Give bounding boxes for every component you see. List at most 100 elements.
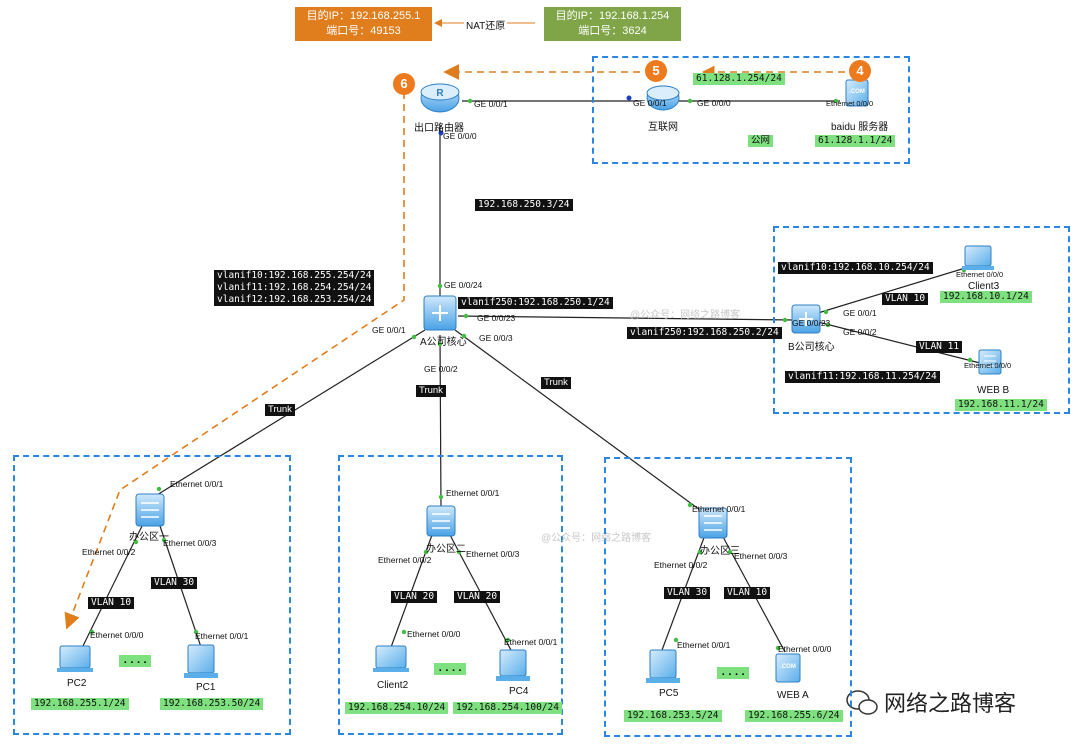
port-label: GE 0/0/1 xyxy=(843,308,877,318)
nat-right-line2: 端口号：3624 xyxy=(578,25,647,37)
nat-box-translated: 目的IP：192.168.255.1 端口号：49153 xyxy=(295,7,432,41)
web-a-label: WEB A xyxy=(777,690,809,701)
port-label: Ethernet 0/0/2 xyxy=(654,560,708,570)
step-5-marker: 5 xyxy=(645,60,667,82)
wechat-logo xyxy=(846,690,878,715)
ellipsis-office1: .... xyxy=(119,655,152,667)
internet-label: 互联网 xyxy=(648,122,678,133)
port-label: GE 0/0/1 xyxy=(633,98,667,108)
client3-label: Client3 xyxy=(968,281,1000,292)
watermark-center: @公众号：网络之路博客 xyxy=(541,533,652,544)
vlanif250-a-tag: vlanif250:192.168.250.1/24 xyxy=(458,297,613,309)
zone-office1 xyxy=(13,455,291,735)
port-label: Ethernet 0/0/1 xyxy=(692,504,746,514)
trunk-tag: Trunk xyxy=(265,404,295,416)
port-label: Ethernet 0/0/3 xyxy=(466,549,520,559)
port-label: Ethernet 0/0/1 xyxy=(677,640,731,650)
zone-office3 xyxy=(604,457,852,737)
client2-ip-tag: 192.168.254.10/24 xyxy=(345,702,449,714)
port-label: GE 0/0/0 xyxy=(443,131,477,141)
watermark-top: @公众号：网络之路博客 xyxy=(630,310,741,321)
pc5-icon[interactable] xyxy=(646,649,680,683)
pc4-ip-tag: 192.168.254.100/24 xyxy=(453,702,562,714)
step-6-marker: 6 xyxy=(393,73,415,95)
pc1-label: PC1 xyxy=(196,682,216,693)
core-a-label: A公司核心 xyxy=(420,337,467,348)
port-label: Ethernet 0/0/1 xyxy=(446,488,500,498)
port-label: Ethernet 0/0/1 xyxy=(170,479,224,489)
port-label: Ethernet 0/0/0 xyxy=(407,629,461,639)
vlan-tag: VLAN 10 xyxy=(88,597,135,609)
web-a-ip-tag: 192.168.255.6/24 xyxy=(745,710,843,722)
client2-icon[interactable] xyxy=(373,645,409,672)
nat-arrow-label: NAT还原 xyxy=(464,17,508,32)
ellipsis-office3: .... xyxy=(717,667,750,679)
zone-company-b xyxy=(773,226,1070,414)
svg-text:R: R xyxy=(436,88,444,99)
port-label: Ethernet 0/0/3 xyxy=(163,538,217,548)
core-a-switch-icon[interactable] xyxy=(423,295,457,331)
web-b-server-icon[interactable] xyxy=(978,349,1002,375)
office2-switch-icon[interactable] xyxy=(426,505,456,537)
brand-title: 网络之路博客 xyxy=(884,691,1017,716)
pc1-icon[interactable] xyxy=(184,644,218,678)
zone-office2 xyxy=(338,455,563,735)
vlan-tag: VLAN 20 xyxy=(391,591,438,603)
vlan-tag: VLAN 10 xyxy=(724,587,771,599)
internet-ip-tag: 61.128.1.254/24 xyxy=(693,73,785,85)
pc2-icon[interactable] xyxy=(57,645,93,672)
port-label: Ethernet 0/0/1 xyxy=(504,637,558,647)
link-coreb-client3 xyxy=(817,264,976,314)
link-corea-office2 xyxy=(439,334,442,509)
port-label: Ethernet 0/0/0 xyxy=(778,644,832,654)
internet-router-icon[interactable] xyxy=(646,85,680,111)
client3-icon[interactable] xyxy=(962,245,994,270)
path-step-6 xyxy=(64,92,405,630)
pc2-label: PC2 xyxy=(67,678,87,689)
trunk-tag: Trunk xyxy=(541,377,571,389)
pc1-ip-tag: 192.168.253.50/24 xyxy=(160,698,264,710)
vlanif10-a-tag: vlanif10:192.168.255.254/24 xyxy=(214,270,375,282)
pc2-ip-tag: 192.168.255.1/24 xyxy=(31,698,129,710)
web-a-server-icon[interactable]: .COM xyxy=(775,653,801,683)
office1-label: 办公区一 xyxy=(129,532,169,543)
vlan-tag: VLAN 11 xyxy=(916,341,963,353)
port-label: GE 0/0/23 xyxy=(477,313,516,323)
port-label: Ethernet 0/0/2 xyxy=(378,555,432,565)
port-label: Ethernet 0/0/0 xyxy=(826,99,874,108)
web-b-ip-tag: 192.168.11.1/24 xyxy=(955,399,1047,411)
nat-left-line2: 端口号：49153 xyxy=(326,25,401,37)
pc5-ip-tag: 192.168.253.5/24 xyxy=(624,710,722,722)
nat-left-line1: 目的IP：192.168.255.1 xyxy=(306,10,421,22)
core-b-switch-icon[interactable] xyxy=(791,304,821,334)
vlanif12-a-tag: vlanif12:192.168.253.254/24 xyxy=(214,294,375,306)
office1-switch-icon[interactable] xyxy=(135,493,165,527)
svg-text:.COM: .COM xyxy=(780,664,796,670)
nat-box-original: 目的IP：192.168.1.254 端口号：3624 xyxy=(544,7,681,41)
client3-ip-tag: 192.168.10.1/24 xyxy=(940,291,1032,303)
port-label: GE 0/0/1 xyxy=(372,325,406,335)
pc4-icon[interactable] xyxy=(496,649,530,681)
vlan-tag: VLAN 10 xyxy=(882,293,929,305)
link-coreb-webb xyxy=(817,321,981,364)
svg-text:.COM: .COM xyxy=(849,89,865,95)
port-label: Ethernet 0/0/1 xyxy=(195,631,249,641)
zone-public xyxy=(592,56,910,164)
vlan-tag: VLAN 30 xyxy=(151,577,198,589)
vlanif11-b-tag: vlanif11:192.168.11.254/24 xyxy=(785,371,940,383)
trunk-tag: Trunk xyxy=(416,385,446,397)
port-label: GE 0/0/2 xyxy=(843,327,877,337)
office2-label: 办公区二 xyxy=(426,544,466,555)
exit-router-icon[interactable]: R xyxy=(420,83,460,113)
port-label: Ethernet 0/0/0 xyxy=(956,270,1004,279)
step-4-marker: 4 xyxy=(849,60,871,82)
port-label: Ethernet 0/0/3 xyxy=(734,551,788,561)
port-label: GE 0/0/3 xyxy=(479,333,513,343)
port-label: Ethernet 0/0/0 xyxy=(90,630,144,640)
port-label: Ethernet 0/0/2 xyxy=(82,547,136,557)
pc4-label: PC4 xyxy=(509,686,529,697)
office3-switch-icon[interactable] xyxy=(698,507,728,539)
link-corea-office3 xyxy=(454,329,701,511)
client2-label: Client2 xyxy=(377,680,409,691)
core-b-label: B公司核心 xyxy=(788,342,835,353)
